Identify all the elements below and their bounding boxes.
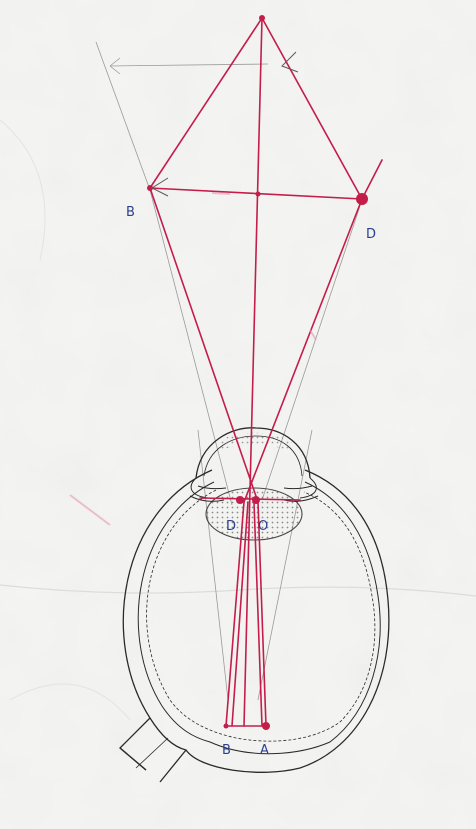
label-point-a-bottom: A: [260, 743, 269, 758]
lens-point-left: [236, 496, 244, 504]
apex-point: [259, 15, 265, 21]
point-d-dot: [356, 193, 368, 205]
image-point-b: [224, 724, 229, 729]
image-point-a: [262, 722, 270, 730]
label-point-b-top: B: [126, 205, 135, 220]
lens-point-right: [252, 496, 260, 504]
axis-dot: [256, 192, 261, 197]
label-point-d-top: D: [366, 227, 376, 242]
label-point-b-bottom: B: [222, 743, 231, 758]
label-point-o-mid: O: [258, 519, 268, 534]
label-point-d-mid: D: [226, 519, 236, 534]
